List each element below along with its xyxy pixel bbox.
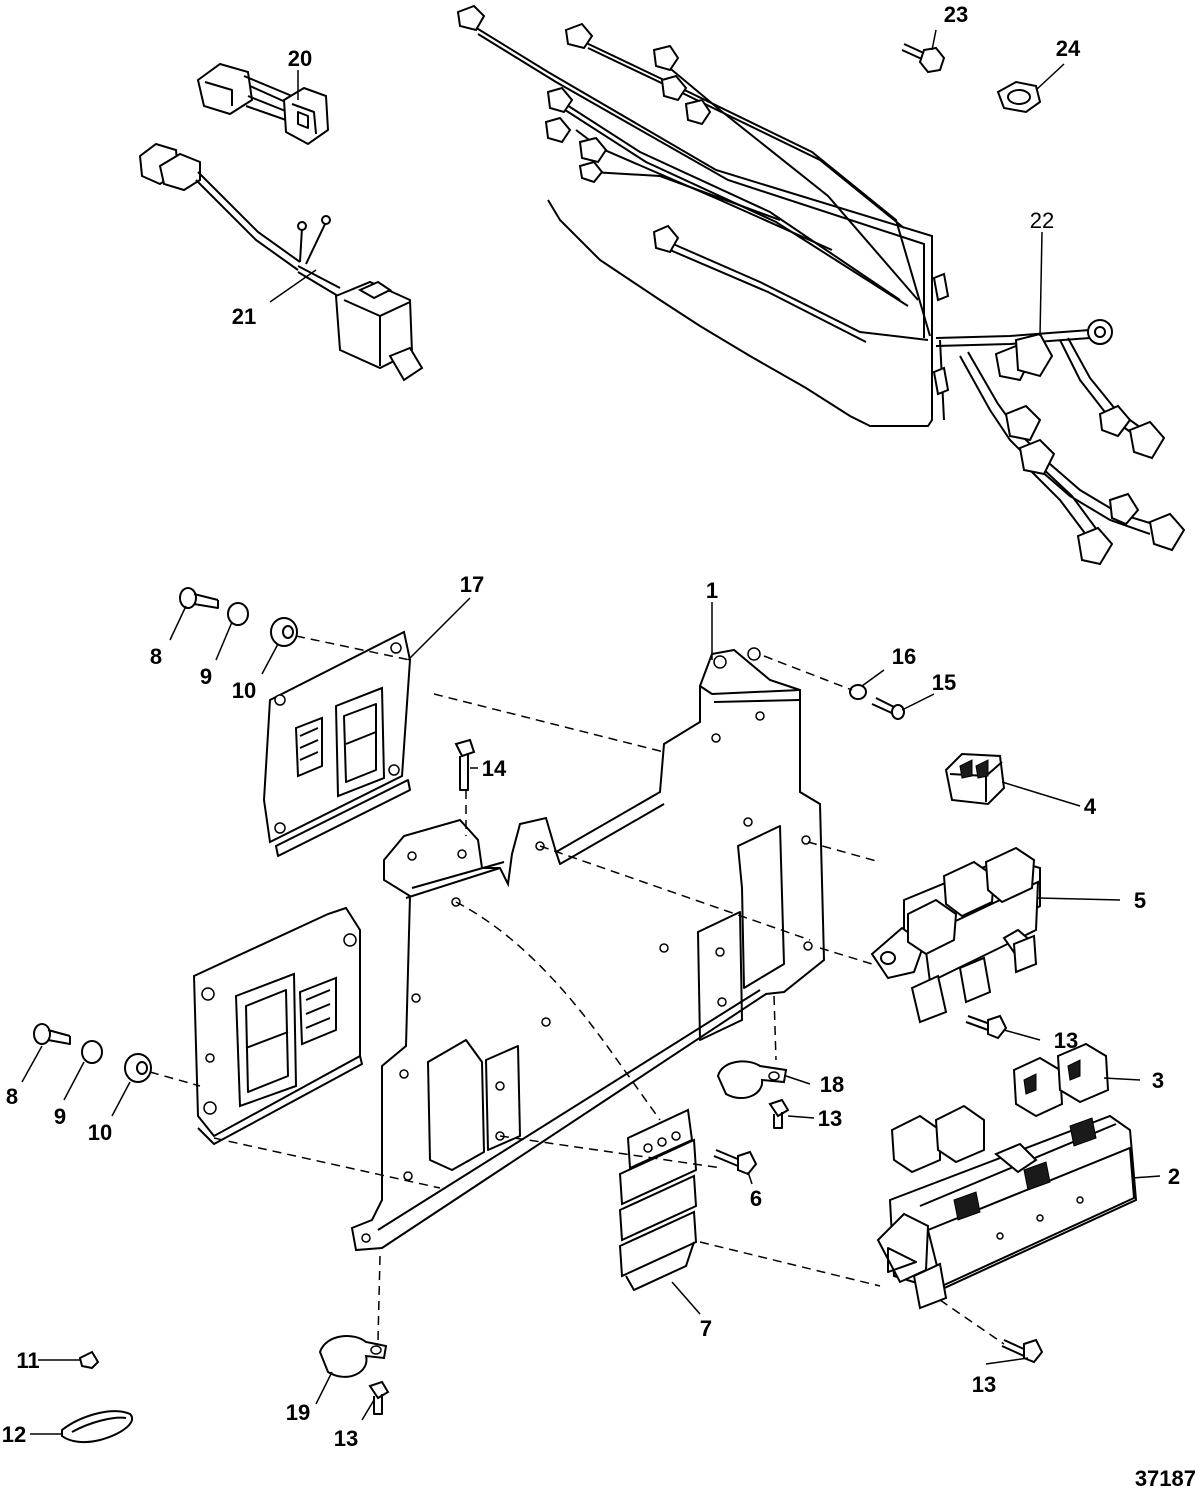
callout-2: 2 <box>1168 1164 1180 1189</box>
callout-18: 18 <box>820 1072 844 1097</box>
bolt-13-mid-part <box>965 1014 1008 1040</box>
main-engine-harness-part <box>456 4 1186 566</box>
callout-15: 15 <box>932 670 956 695</box>
screw-8-lower-part <box>33 1023 71 1045</box>
callout-9-lower: 9 <box>54 1104 66 1129</box>
callout-13-mid: 13 <box>1054 1028 1078 1053</box>
nut-24-part <box>996 80 1042 114</box>
leader-lines <box>21 29 1161 1435</box>
mounting-bracket-part <box>350 647 826 1252</box>
connector-3-part <box>1012 1042 1110 1118</box>
callout-6: 6 <box>750 1186 762 1211</box>
grommet-10-upper-part <box>270 617 298 647</box>
screw-8-upper-part <box>179 587 219 609</box>
callout-13-clamp: 13 <box>818 1106 842 1131</box>
callout-23: 23 <box>944 2 968 27</box>
washer-9-upper-part <box>227 602 249 626</box>
bolt-23-part <box>901 43 946 74</box>
callout-13-bottom: 13 <box>334 1426 358 1451</box>
callout-5: 5 <box>1134 888 1146 913</box>
callout-17: 17 <box>460 572 484 597</box>
callout-10-lower: 10 <box>88 1120 112 1145</box>
drawing-number: 37187 <box>1135 1466 1196 1491</box>
bolt-14-part <box>454 738 476 791</box>
fuse-box-2-part <box>876 1104 1138 1310</box>
clip-11-part <box>78 1350 100 1370</box>
callout-21: 21 <box>232 304 256 329</box>
callout-8-upper: 8 <box>150 644 162 669</box>
cable-clamp-18-part <box>716 1060 788 1099</box>
grommet-10-lower-part <box>124 1053 152 1083</box>
callout-12: 12 <box>2 1422 26 1447</box>
callout-20: 20 <box>288 46 312 71</box>
bolt-13-lower-part <box>1001 1338 1044 1364</box>
ecm-upper-part <box>262 630 412 857</box>
callout-9-upper: 9 <box>200 664 212 689</box>
callout-19: 19 <box>286 1400 310 1425</box>
callout-4: 4 <box>1084 794 1097 819</box>
relay-block-5-part <box>870 846 1041 1024</box>
callout-13-lower: 13 <box>972 1372 996 1397</box>
bolt-13-clamp-part <box>768 1098 790 1129</box>
ecm-lower-part <box>192 906 363 1145</box>
callout-14: 14 <box>482 756 507 781</box>
callout-7: 7 <box>700 1316 712 1341</box>
alignment-lines <box>149 635 1005 1345</box>
callout-24: 24 <box>1056 36 1081 61</box>
callout-1: 1 <box>706 578 718 603</box>
adapter-harness-part <box>196 62 330 146</box>
relay-connector-4-part <box>944 752 1006 806</box>
bolt-13-bottom-part <box>368 1380 390 1415</box>
bolt-6-part <box>713 1149 758 1176</box>
callout-8-lower: 8 <box>6 1084 18 1109</box>
cable-tie-12-part <box>61 1410 133 1444</box>
callout-10-upper: 10 <box>232 678 256 703</box>
cable-clamp-19-part <box>318 1335 388 1378</box>
callout-16: 16 <box>892 644 916 669</box>
washer-9-lower-part <box>81 1040 103 1064</box>
terminal-block-7-part <box>618 1108 698 1291</box>
washer-16-part <box>849 684 867 700</box>
relay-harness-part <box>138 142 424 382</box>
callout-22: 22 <box>1030 208 1054 233</box>
callout-3: 3 <box>1152 1068 1164 1093</box>
screw-15-part <box>871 697 905 720</box>
callout-11: 11 <box>16 1348 39 1373</box>
